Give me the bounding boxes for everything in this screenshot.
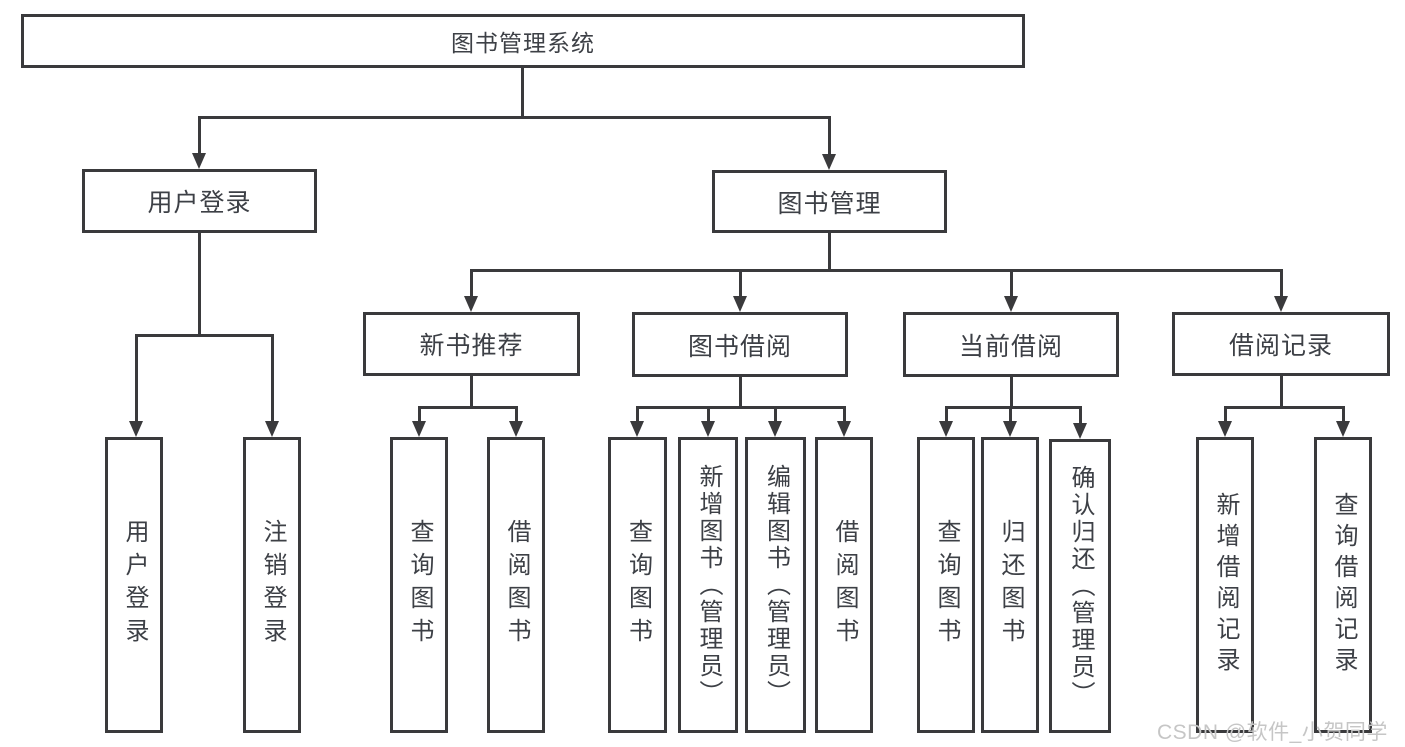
connector-line (707, 406, 710, 423)
leaf-nbr-query-books: 查询图书 (390, 437, 448, 733)
leaf-cb-confirm-return-admin-label: 确认归还（管理员） (1067, 464, 1094, 708)
connector-line (1009, 406, 1012, 423)
connector-line (515, 406, 518, 423)
arrowhead (1073, 423, 1087, 439)
leaf-bb-edit-books-admin-label: 编辑图书（管理员） (762, 463, 790, 707)
leaf-br-add-record-label: 新增借阅记录 (1212, 492, 1239, 678)
connector-line (636, 406, 845, 409)
connector-line (470, 269, 1282, 272)
leaf-bb-borrow-books-label: 借阅图书 (831, 519, 858, 651)
connector-line (135, 334, 274, 337)
arrowhead (630, 421, 644, 437)
connector-line (945, 406, 948, 423)
connector-line (828, 116, 831, 156)
node-current-borrow: 当前借阅 (903, 312, 1119, 377)
connector-line (198, 116, 201, 156)
connector-line (1010, 269, 1013, 298)
leaf-bb-add-books-admin-label: 新增图书（管理员） (695, 463, 722, 707)
arrowhead (1274, 296, 1288, 312)
arrowhead (1003, 421, 1017, 437)
connector-line (1342, 406, 1345, 423)
leaf-logout: 注销登录 (243, 437, 301, 733)
leaf-bb-edit-books-admin: 编辑图书（管理员） (745, 437, 806, 733)
connector-line (418, 406, 518, 409)
connector-line (135, 334, 138, 422)
connector-line (198, 116, 831, 119)
arrowhead (939, 421, 953, 437)
leaf-cb-confirm-return-admin: 确认归还（管理员） (1049, 439, 1111, 733)
connector-line (774, 406, 777, 423)
connector-line (1224, 406, 1345, 409)
leaf-br-query-record: 查询借阅记录 (1314, 437, 1372, 733)
arrowhead (1218, 421, 1232, 437)
connector-line (1010, 377, 1013, 408)
leaf-nbr-borrow-books-label: 借阅图书 (503, 519, 530, 651)
arrowhead (1004, 296, 1018, 312)
arrowhead (837, 421, 851, 437)
connector-line (739, 269, 742, 298)
connector-line (945, 406, 1082, 409)
leaf-user-login-label: 用户登录 (121, 519, 148, 651)
leaf-cb-query-books-label: 查询图书 (933, 519, 960, 651)
arrowhead (464, 296, 478, 312)
arrowhead (129, 421, 143, 437)
connector-line (470, 269, 473, 298)
connector-line (198, 233, 201, 336)
node-book-management-group: 图书管理 (712, 170, 947, 233)
connector-line (470, 376, 473, 408)
connector-line (1280, 376, 1283, 408)
leaf-bb-add-books-admin: 新增图书（管理员） (678, 437, 738, 733)
arrowhead (768, 421, 782, 437)
leaf-bb-query-books: 查询图书 (608, 437, 667, 733)
node-book-borrow: 图书借阅 (632, 312, 848, 377)
csdn-watermark: CSDN @软件_小贺同学 (1157, 721, 1388, 744)
leaf-br-add-record: 新增借阅记录 (1196, 437, 1254, 733)
arrowhead (265, 421, 279, 437)
leaf-cb-return-books-label: 归还图书 (997, 519, 1024, 651)
connector-line (271, 334, 274, 422)
arrowhead (701, 421, 715, 437)
connector-line (521, 68, 524, 119)
arrowhead (412, 421, 426, 437)
leaf-logout-label: 注销登录 (259, 519, 286, 651)
arrowhead (1336, 421, 1350, 437)
leaf-cb-query-books: 查询图书 (917, 437, 975, 733)
connector-line (418, 406, 421, 423)
connector-line (636, 406, 639, 423)
connector-line (739, 377, 742, 408)
leaf-bb-borrow-books: 借阅图书 (815, 437, 873, 733)
leaf-cb-return-books: 归还图书 (981, 437, 1039, 733)
leaf-bb-query-books-label: 查询图书 (624, 519, 652, 651)
connector-line (1079, 406, 1082, 425)
connector-line (843, 406, 846, 423)
leaf-user-login: 用户登录 (105, 437, 163, 733)
connector-line (828, 233, 831, 271)
node-borrow-records: 借阅记录 (1172, 312, 1390, 376)
node-root-library-management-system: 图书管理系统 (21, 14, 1025, 68)
leaf-br-query-record-label: 查询借阅记录 (1330, 492, 1357, 678)
arrowhead (733, 296, 747, 312)
node-new-book-recommend: 新书推荐 (363, 312, 580, 376)
connector-line (1224, 406, 1227, 423)
leaf-nbr-query-books-label: 查询图书 (406, 519, 433, 651)
leaf-nbr-borrow-books: 借阅图书 (487, 437, 545, 733)
connector-line (1280, 269, 1283, 298)
arrowhead (192, 153, 206, 169)
arrowhead (509, 421, 523, 437)
node-user-login-group: 用户登录 (82, 169, 317, 233)
arrowhead (822, 154, 836, 170)
